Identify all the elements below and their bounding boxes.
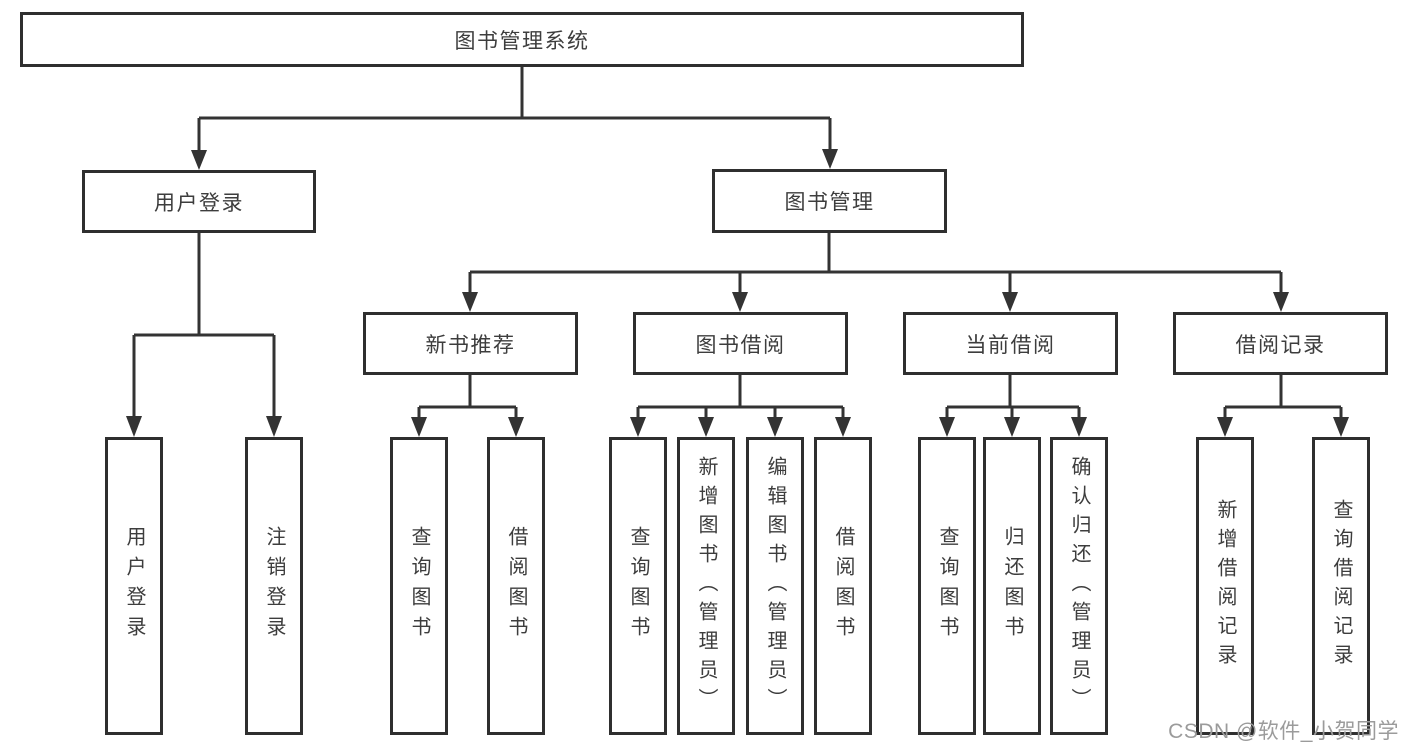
leaf-return-book-label: 归还图书 <box>1001 526 1023 646</box>
node-borrow-records-label: 借阅记录 <box>1235 333 1326 357</box>
leaf-query-book-borrow: 查询图书 <box>609 437 667 735</box>
csdn-watermark: CSDN @软件_小贺同学 <box>1168 720 1399 743</box>
leaf-borrow-book: 借阅图书 <box>814 437 872 735</box>
node-new-book-recommend: 新书推荐 <box>363 312 578 375</box>
leaf-query-book-current: 查询图书 <box>918 437 976 735</box>
leaf-confirm-return-admin-label: 确认归还（管理员） <box>1068 455 1090 717</box>
leaf-query-borrow-record: 查询借阅记录 <box>1312 437 1370 735</box>
node-book-management-label: 图书管理 <box>784 191 875 214</box>
leaf-edit-book-admin-label: 编辑图书（管理员） <box>764 455 786 717</box>
leaf-borrow-book-recommend-label: 借阅图书 <box>505 526 527 646</box>
leaf-query-book-recommend: 查询图书 <box>390 437 448 735</box>
leaf-logout-label: 注销登录 <box>263 526 285 646</box>
leaf-add-borrow-record-label: 新增借阅记录 <box>1214 499 1236 673</box>
leaf-add-book-admin: 新增图书（管理员） <box>677 437 735 735</box>
leaf-add-borrow-record: 新增借阅记录 <box>1196 437 1254 735</box>
leaf-return-book: 归还图书 <box>983 437 1041 735</box>
node-user-login-label: 用户登录 <box>154 191 244 215</box>
leaf-edit-book-admin: 编辑图书（管理员） <box>746 437 804 735</box>
arrowhead-icons <box>126 149 1349 437</box>
leaf-query-borrow-record-label: 查询借阅记录 <box>1330 499 1352 673</box>
node-root-label: 图书管理系统 <box>454 29 590 53</box>
leaf-confirm-return-admin: 确认归还（管理员） <box>1050 437 1108 735</box>
node-current-borrow-label: 当前借阅 <box>965 333 1056 357</box>
leaf-borrow-book-recommend: 借阅图书 <box>487 437 545 735</box>
node-new-book-recommend-label: 新书推荐 <box>425 333 516 357</box>
leaf-user-login: 用户登录 <box>105 437 163 735</box>
node-book-borrow-label: 图书借阅 <box>695 333 786 357</box>
leaf-query-book-borrow-label: 查询图书 <box>627 526 649 646</box>
node-user-login: 用户登录 <box>82 170 316 233</box>
leaf-query-book-current-label: 查询图书 <box>936 526 958 646</box>
leaf-add-book-admin-label: 新增图书（管理员） <box>695 455 717 717</box>
node-root-system: 图书管理系统 <box>20 12 1024 67</box>
node-book-management: 图书管理 <box>712 169 947 233</box>
node-borrow-records: 借阅记录 <box>1173 312 1388 375</box>
leaf-borrow-book-label: 借阅图书 <box>832 526 854 646</box>
leaf-user-login-label: 用户登录 <box>123 526 145 646</box>
leaf-logout: 注销登录 <box>245 437 303 735</box>
leaf-query-book-recommend-label: 查询图书 <box>408 526 430 646</box>
node-book-borrow: 图书借阅 <box>633 312 848 375</box>
node-current-borrow: 当前借阅 <box>903 312 1118 375</box>
